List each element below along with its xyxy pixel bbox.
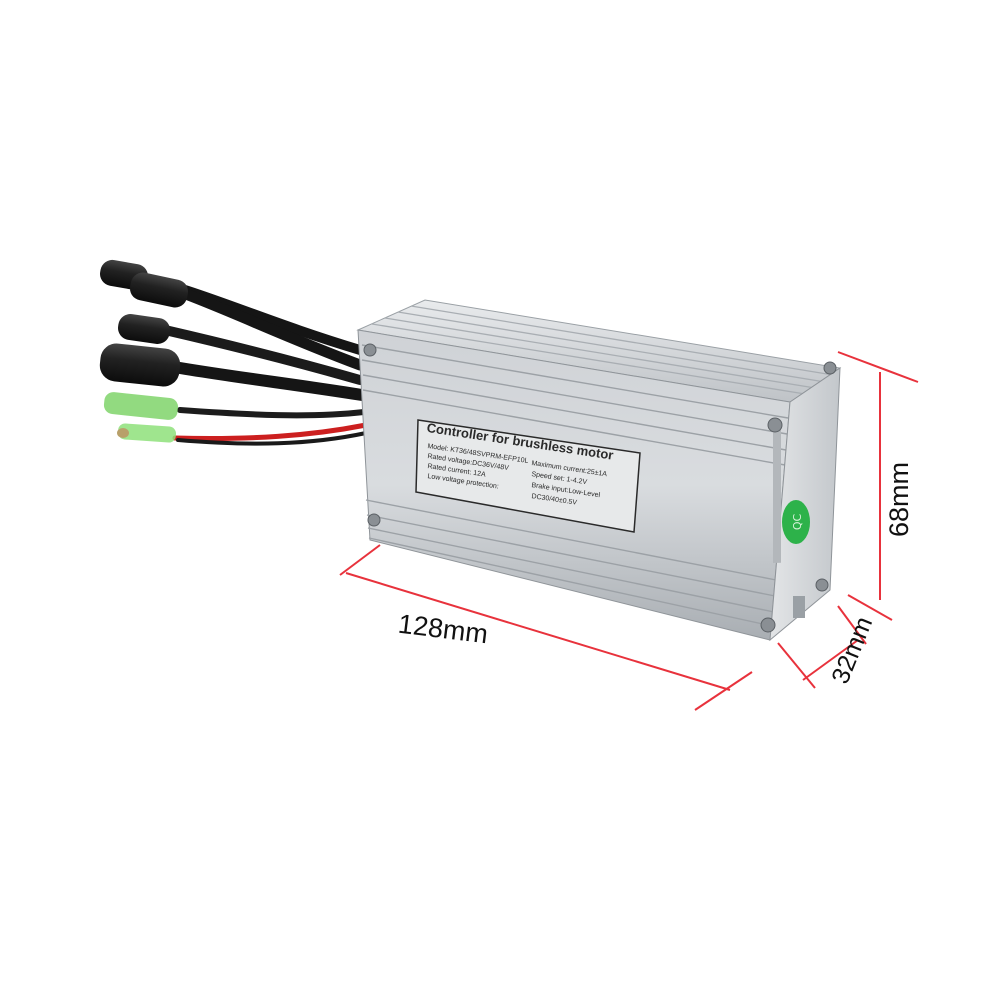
screw — [760, 617, 776, 633]
dim-tick — [837, 605, 867, 645]
connector-pin — [117, 428, 129, 438]
dimension-lines — [339, 351, 919, 711]
green-sticker — [782, 500, 810, 544]
label-plate — [415, 419, 641, 533]
cable — [176, 431, 368, 446]
screw — [823, 361, 837, 375]
connector — [129, 272, 189, 308]
side-fins — [361, 344, 789, 627]
cable — [172, 422, 369, 441]
cable — [169, 284, 366, 371]
green-connector — [117, 423, 177, 443]
screw — [363, 343, 377, 357]
dimension-height-label: 68mm — [884, 461, 915, 538]
connector-group — [99, 259, 189, 443]
end-slot — [773, 422, 781, 564]
connector — [99, 343, 181, 387]
cable — [177, 407, 367, 419]
end-notch — [793, 596, 805, 618]
dim-tick — [847, 594, 893, 621]
dim-line-length — [345, 572, 731, 691]
cable-bundle — [125, 270, 369, 446]
screw — [815, 578, 829, 592]
screws — [363, 343, 837, 633]
screw — [767, 417, 783, 433]
dim-tick — [339, 544, 381, 576]
top-fins — [371, 305, 834, 395]
dim-line-depth — [802, 639, 859, 681]
dim-tick — [777, 642, 816, 689]
cable — [160, 325, 365, 385]
svg-text:QC: QC — [791, 514, 804, 531]
dim-tick — [837, 351, 919, 383]
screw — [367, 513, 381, 527]
green-connector — [103, 392, 179, 420]
connector — [117, 314, 171, 344]
cable — [174, 362, 368, 401]
dim-tick — [694, 671, 753, 711]
